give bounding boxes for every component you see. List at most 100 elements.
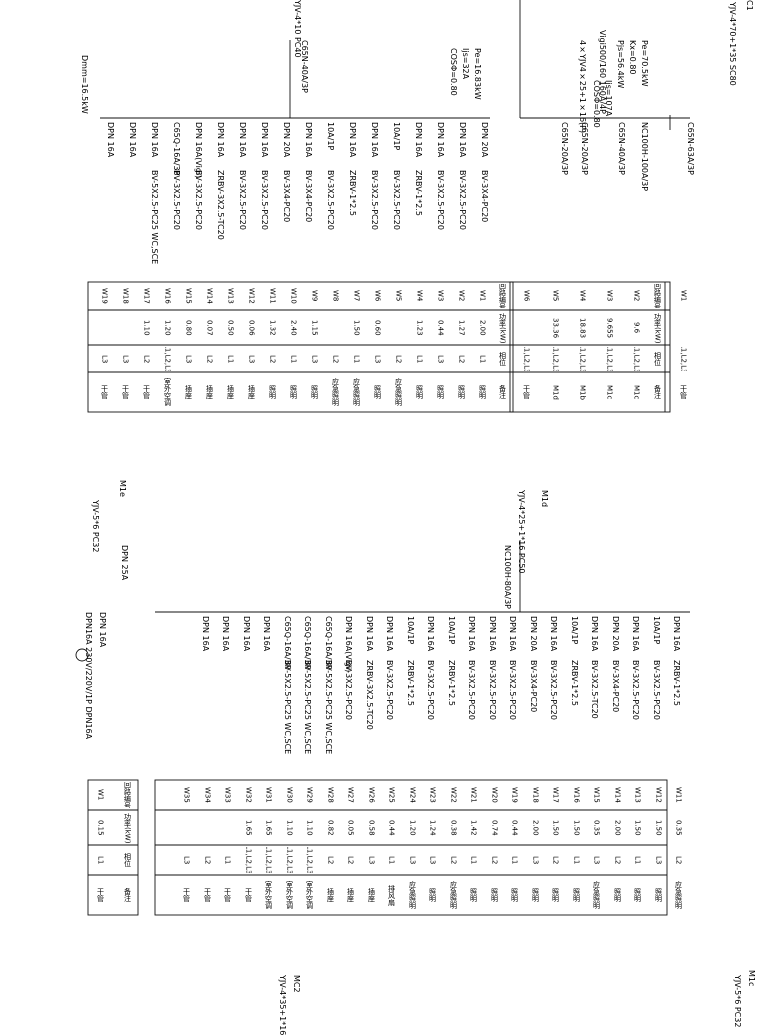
p2-cable-2: BV-3X2.5-PC20 xyxy=(436,170,445,230)
p2-cable-15: BV-5X2.5-PC25 WC,SCE xyxy=(150,170,159,265)
panel1-feed: YJV-4*70+1*35 SC80 xyxy=(728,2,737,86)
panel2-row-power: 2.00 xyxy=(478,320,487,336)
panel2-row-phase: L2 xyxy=(457,354,466,364)
panel2-row-power: 0.07 xyxy=(205,320,214,336)
panel3-row-circuit: W13 xyxy=(633,787,642,803)
panel2-footer-left: Dmm=16.5kW xyxy=(80,55,89,114)
panel2-row-note: 照明 xyxy=(310,385,319,399)
panel2-th-3: 备注 xyxy=(498,385,507,399)
panel2-row-note: 应急照明 xyxy=(352,378,361,406)
panel2-row-power: 0.06 xyxy=(247,320,256,336)
panel3-row-circuit: W28 xyxy=(326,787,335,803)
panel3-cb: 10A/1P xyxy=(570,616,579,645)
panel2-row-phase: L1 xyxy=(415,354,424,364)
p2-cable-14: BV-3X2.5-PC20 xyxy=(172,170,181,230)
p2-cb-13: DPN 16A(Vigi) xyxy=(194,122,203,179)
panel2-row-circuit: W17 xyxy=(142,288,151,304)
panel3-cb: DPN 16A xyxy=(467,616,476,652)
panel2-row-circuit: W1 xyxy=(478,290,487,302)
panel2-row-power: 0.50 xyxy=(226,320,235,336)
panel3-row-power: 0.44 xyxy=(510,820,519,836)
panel2-row-phase: L3 xyxy=(436,354,445,364)
panel1-rating: Vigi500/160 160A/4P xyxy=(598,30,607,114)
panel2-row-power: 1.20 xyxy=(163,320,172,336)
panel2-row-circuit: W2 xyxy=(457,290,466,302)
panel3-row-power: 0.35 xyxy=(592,820,601,836)
panel3-cb: DPN 16A xyxy=(201,616,210,652)
panel3-row-circuit: W34 xyxy=(203,787,212,803)
panel3-row-phase: L2 xyxy=(674,855,683,865)
panel3-row-circuit: W32 xyxy=(244,787,253,803)
panel2-row-power xyxy=(329,312,341,344)
panel3-row-note: 应急照明 xyxy=(674,881,683,909)
panel3-cable: BV-5X2.5-PC25 WC,SCE xyxy=(283,660,292,755)
panel2-row-circuit: W16 xyxy=(163,288,172,304)
panel3-row-circuit: W19 xyxy=(510,787,519,803)
panel2-row-power xyxy=(119,312,131,344)
panel3-cable: BV-3X4-PC20 xyxy=(611,660,620,713)
panel1-row2-phase: L1,L2,L3 xyxy=(605,347,614,371)
panel2-row-circuit: W4 xyxy=(415,290,424,302)
panel3-bottom-cb: DPN16A 230V/220V/1P DPN16A xyxy=(84,612,93,740)
p2-cb-0: DPN 20A xyxy=(480,122,489,158)
panel3-cable: ZRBV-3X2.5-TC20 xyxy=(365,660,374,730)
panel3-row-note: 干管 xyxy=(182,888,191,902)
panel3-row-phase: L1 xyxy=(510,855,519,865)
panel1-param-1: Kx=0.80 xyxy=(628,40,637,75)
panel3-dpn-0: DPN 25A xyxy=(120,545,129,581)
p2-cable-4: BV-3X2.5-PC20 xyxy=(392,170,401,230)
panel3-side-rt: M1c xyxy=(747,970,756,987)
panel2-row-note: 照明 xyxy=(436,385,445,399)
panel3-row-phase: L1,L2,L3 xyxy=(305,847,314,873)
panel3-side-rb: MC2 xyxy=(292,975,301,993)
panel3-cable: BV-3X2.5-PC20 xyxy=(426,660,435,720)
p2-cb-14: C65Q-16A/3P xyxy=(172,122,181,176)
panel3-row-note: 干管 xyxy=(223,888,232,902)
p2-cable-5: BV-3X2.5-PC20 xyxy=(370,170,379,230)
panel2-row-circuit: W10 xyxy=(289,288,298,304)
panel1-param-3: Ijs=107A xyxy=(604,80,613,117)
panel3-row-circuit: W30 xyxy=(285,787,294,803)
panel3-row-power: 1.50 xyxy=(572,820,581,836)
p2-cable-1: BV-3X2.5-PC20 xyxy=(458,170,467,230)
panel1-row0-note: 干管 xyxy=(679,385,688,399)
panel1-param-4: COSΦ=0.80 xyxy=(592,80,601,128)
panel2-row-phase: L1 xyxy=(226,354,235,364)
panel3-cb: 10A/1P xyxy=(406,616,415,645)
panel3-row-note: 干管 xyxy=(203,888,212,902)
panel1-row3-note: M1b xyxy=(578,384,587,400)
panel3-row-note: 排风扇 xyxy=(387,884,396,906)
panel3-row-circuit: W29 xyxy=(305,787,314,803)
panel2-th-2: 相位 xyxy=(498,352,507,366)
p2-cable-12: ZRBV-3X2.5-TC20 xyxy=(216,170,225,240)
panel2-row-note: 照明 xyxy=(373,385,382,399)
panel1-sub-feed: 4×YJV4×25+1×16(P) xyxy=(578,40,587,134)
panel2-row-phase: L2 xyxy=(142,354,151,364)
panel3-row-note: 插座 xyxy=(326,888,335,902)
panel3-row-note: 室外空调 xyxy=(285,881,294,909)
panel3-row-power: 0.44 xyxy=(387,820,396,836)
panel3-row-circuit: W33 xyxy=(223,787,232,803)
panel3-row-power: 0.74 xyxy=(490,820,499,836)
p2-cb-17: DPN 16A xyxy=(106,122,115,158)
panel3-cable: BV-3X4-PC20 xyxy=(529,660,538,713)
panel3-row-power: 1.10 xyxy=(285,820,294,836)
panel2-row-phase: L2 xyxy=(268,354,277,364)
p2-cable-13: BV-3X2.5-PC20 xyxy=(194,170,203,230)
panel3-cb: DPN 16A xyxy=(672,616,681,652)
panel1-row5-circuit: W6 xyxy=(522,290,531,302)
panel3-row-phase: L3 xyxy=(531,855,540,865)
p2-cable-9: BV-3X4-PC20 xyxy=(282,170,291,223)
panel2-row-power: 1.27 xyxy=(457,320,466,336)
panel3-cb: DPN 16A xyxy=(242,616,251,652)
panel3-row-phase: L2 xyxy=(326,855,335,865)
p2-cb-8: DPN 16A xyxy=(304,122,313,158)
drawing-sheet: C1 YJV-4*70+1*35 SC80 Vigi500/160 160A/4… xyxy=(75,0,756,1035)
panel3-row-phase: L2 xyxy=(490,855,499,865)
panel2-row-power xyxy=(98,312,110,344)
panel3-row-note: 照明 xyxy=(654,888,663,902)
panel3-row-circuit: W11 xyxy=(674,787,683,803)
panel3-row-power: 1.24 xyxy=(428,820,437,836)
p2-cb-1: DPN 16A xyxy=(458,122,467,158)
panel3-row-power: 1.50 xyxy=(633,820,642,836)
